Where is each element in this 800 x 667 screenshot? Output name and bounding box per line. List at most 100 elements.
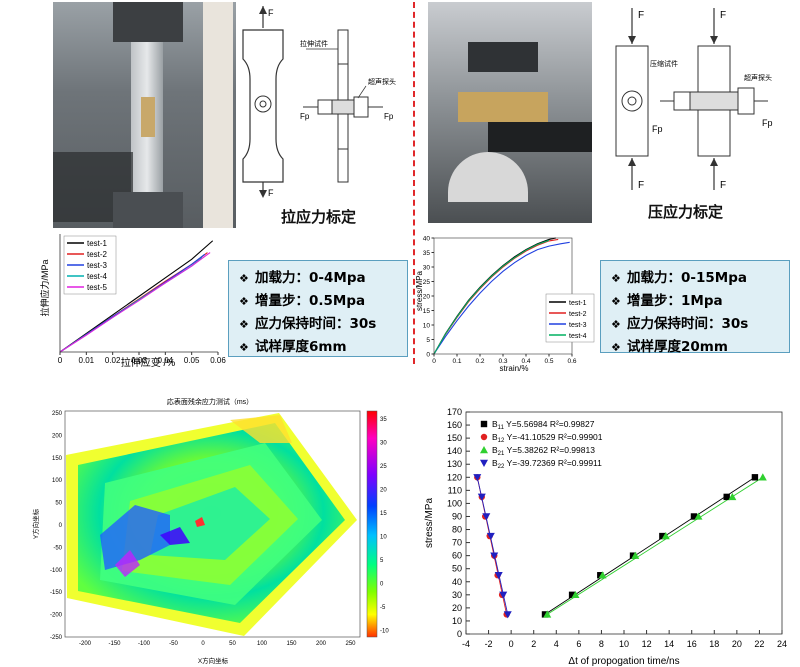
compression-legend-label: test-2 xyxy=(569,311,587,318)
tensile-param-row: ❖加载力：0-4Mpa xyxy=(239,267,397,290)
tensile-param-row: ❖试样厚度6mm xyxy=(239,336,397,359)
scatter-x-tick-label: 24 xyxy=(777,639,787,649)
fp-label-right: Fp xyxy=(384,112,394,121)
compression-legend-label: test-1 xyxy=(569,300,587,307)
heatmap-xlabel: X方向坐标 xyxy=(198,656,229,665)
scatter-y-tick-label: 120 xyxy=(447,472,462,482)
heatmap-title: 応表面残余应力测试（ms） xyxy=(167,397,253,406)
colorbar-tick-label: 10 xyxy=(380,535,387,541)
scatter-point xyxy=(728,492,737,501)
compression-test-photo xyxy=(428,2,592,223)
diamond-bullet-icon: ❖ xyxy=(239,318,249,331)
specimen-label: 拉伸试件 xyxy=(300,39,328,48)
heatmap-x-tick-label: 200 xyxy=(316,641,327,647)
tensile-params-box: ❖加载力：0-4Mpa ❖增量步：0.5Mpa ❖应力保持时间：30s ❖试样厚… xyxy=(228,260,408,357)
scatter-point xyxy=(543,610,552,618)
section-divider xyxy=(413,2,415,364)
tensile-x-tick-label: 0.02 xyxy=(105,356,121,365)
scatter-y-tick-label: 140 xyxy=(447,446,462,456)
colorbar-tick-label: 25 xyxy=(380,464,387,470)
compression-x-tick-label: 0.3 xyxy=(498,358,507,365)
scatter-x-tick-label: -4 xyxy=(462,639,470,649)
compression-series-test-1 xyxy=(433,237,557,355)
comp-force-bottom-right: F xyxy=(720,180,726,191)
magenta-band xyxy=(115,550,140,577)
tensile-ylabel: 拉伸应力/MPa xyxy=(39,259,50,316)
tensile-series-test-1 xyxy=(59,240,214,353)
scatter-y-tick-label: 100 xyxy=(447,498,462,508)
diamond-bullet-icon: ❖ xyxy=(239,341,249,354)
heatmap-x-tick-label: 0 xyxy=(201,641,205,647)
colorbar-tick-label: 35 xyxy=(380,417,387,423)
tensile-xlabel: 拉伸应变 /% xyxy=(121,356,176,368)
scatter-point xyxy=(494,572,503,580)
scatter-point xyxy=(480,420,488,428)
tensile-calibration-title: 拉应力标定 xyxy=(281,208,357,226)
heatmap-x-tick-label: 50 xyxy=(229,641,236,647)
scatter-xlabel: Δt of propogation time/ns xyxy=(568,656,679,667)
scatter-x-tick-label: 20 xyxy=(732,639,742,649)
tensile-test-photo xyxy=(53,2,236,228)
force-label-top: F xyxy=(268,8,274,18)
diamond-bullet-icon: ❖ xyxy=(239,295,249,308)
scatter-point xyxy=(480,446,488,454)
compression-legend-label: test-3 xyxy=(569,322,587,329)
colorbar-tick-label: 0 xyxy=(380,582,384,588)
tensile-x-tick-label: 0.04 xyxy=(158,356,174,365)
scatter-point xyxy=(473,474,482,482)
comp-fp-left: Fp xyxy=(652,124,663,134)
scatter-y-tick-label: 130 xyxy=(447,459,462,469)
heatmap-y-tick-label: 0 xyxy=(59,523,63,529)
compression-x-tick-label: 0.2 xyxy=(475,358,484,365)
scatter-point xyxy=(598,571,607,579)
scatter-point xyxy=(482,513,491,521)
tensile-legend-label: test-3 xyxy=(87,261,108,270)
compression-y-tick-label: 20 xyxy=(423,294,431,301)
scatter-y-tick-label: 150 xyxy=(447,433,462,443)
scatter-y-tick-label: 50 xyxy=(452,564,462,574)
heatmap-y-tick-label: -50 xyxy=(53,545,62,551)
scatter-point xyxy=(503,611,512,619)
scatter-y-tick-label: 60 xyxy=(452,551,462,561)
scatter-y-tick-label: 90 xyxy=(452,511,462,521)
comp-fp-right: Fp xyxy=(762,118,773,128)
scatter-legend-label: B22 Y=-39.72369 R²=0.99911 xyxy=(492,458,602,470)
scatter-x-tick-label: 2 xyxy=(531,639,536,649)
heatmap-y-tick-label: -100 xyxy=(50,568,63,574)
heatmap-y-tick-label: -200 xyxy=(50,613,63,619)
compression-y-tick-label: 15 xyxy=(423,308,431,315)
compression-param-row: ❖加载力：0-15Mpa xyxy=(611,267,779,290)
scatter-point xyxy=(490,552,499,560)
scatter-ylabel: stress/MPa xyxy=(424,498,435,548)
comp-probe-label: 超声探头 xyxy=(744,73,772,82)
scatter-point xyxy=(629,552,637,559)
compression-x-tick-label: 0.6 xyxy=(567,358,576,365)
compression-x-tick-label: 0.1 xyxy=(452,358,461,365)
colorbar-tick-label: 30 xyxy=(380,441,387,447)
compression-y-tick-label: 5 xyxy=(426,337,430,344)
colorbar-tick-label: 20 xyxy=(380,488,387,494)
tensile-legend-label: test-1 xyxy=(87,239,108,248)
diamond-bullet-icon: ❖ xyxy=(611,318,621,331)
scatter-y-tick-label: 160 xyxy=(447,420,462,430)
scatter-legend-label: B12 Y=-41.10529 R²=0.99901 xyxy=(492,432,603,444)
scatter-y-tick-label: 80 xyxy=(452,525,462,535)
compression-params-box: ❖加载力：0-15Mpa ❖增量步：1Mpa ❖应力保持时间：30s ❖试样厚度… xyxy=(600,260,790,355)
scatter-legend-label: B11 Y=5.56984 R²=0.99827 xyxy=(492,419,595,431)
compression-series-test-2 xyxy=(433,238,559,355)
heatmap-y-tick-label: 250 xyxy=(52,411,63,417)
heatmap-y-tick-label: -150 xyxy=(50,590,63,596)
diamond-bullet-icon: ❖ xyxy=(611,272,621,285)
tensile-schematic: F F 拉伸试件 超声探头 Fp Fp xyxy=(242,6,396,198)
tensile-legend-label: test-5 xyxy=(87,283,108,292)
scatter-x-tick-label: 0 xyxy=(509,639,514,649)
fp-label-left: Fp xyxy=(300,112,310,121)
heatmap-y-tick-label: 150 xyxy=(52,456,63,462)
heatmap-x-tick-label: -150 xyxy=(108,641,121,647)
scatter-point xyxy=(480,433,488,441)
colorbar xyxy=(366,410,378,638)
